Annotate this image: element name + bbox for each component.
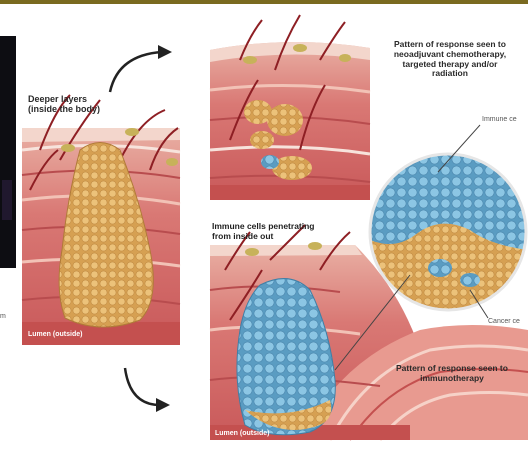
left-edge-fragment: m	[0, 313, 6, 321]
immune-cells-callout: Immune ce	[482, 116, 517, 124]
deeper-layers-label: Deeper layers (inside the body)	[28, 94, 100, 115]
cancer-cells-callout: Cancer ce	[488, 318, 520, 326]
immune-penetrating-label: Immune cells penetrating from inside out	[212, 222, 315, 242]
deeper-layers-line2: (inside the body)	[28, 104, 100, 114]
lumen-bottom-label: Lumen (outside)	[215, 430, 269, 438]
chemo-pattern-line4: radiation	[372, 69, 528, 79]
arrow-to-top	[110, 45, 172, 92]
chemo-pattern-label: Pattern of response seen to neoadjuvant …	[372, 40, 528, 79]
top-image-strip	[0, 0, 528, 4]
immune-penetrating-line2: from inside out	[212, 232, 315, 242]
immuno-pattern-label: Pattern of response seen to immunotherap…	[376, 364, 528, 384]
arrow-to-bottom	[125, 368, 170, 412]
immuno-pattern-line2: immunotherapy	[376, 374, 528, 384]
lumen-left-label: Lumen (outside)	[28, 331, 82, 339]
deeper-layers-line1: Deeper layers	[28, 94, 100, 104]
left-photo-panel	[0, 36, 16, 268]
